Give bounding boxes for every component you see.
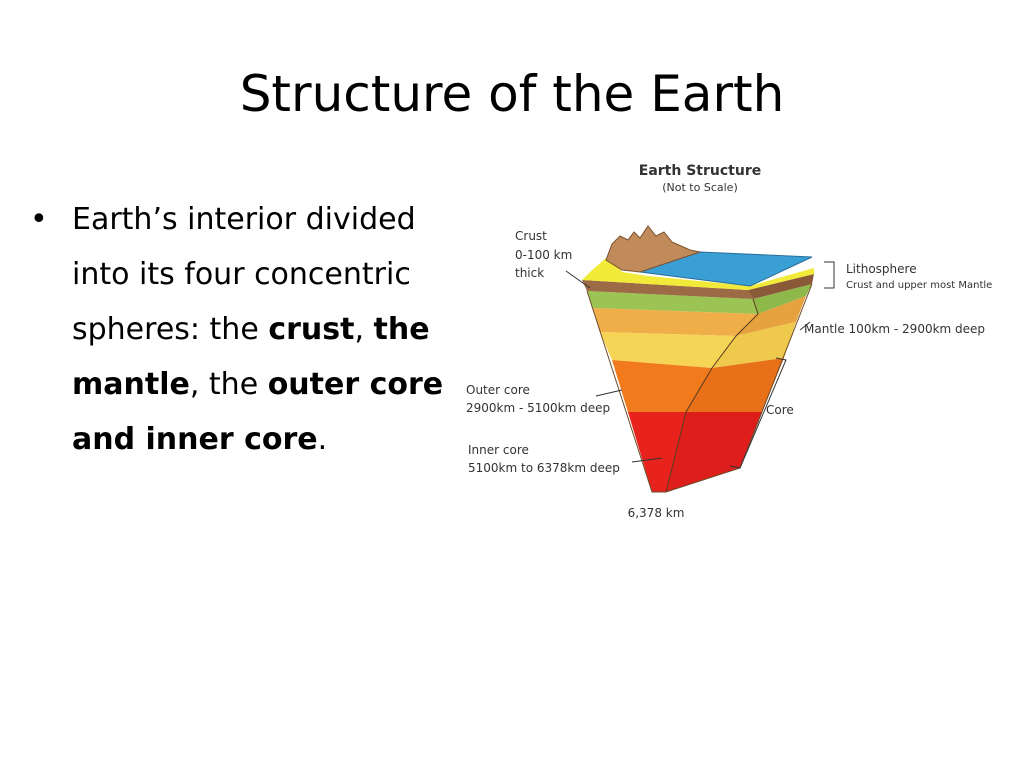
right-mantle [712,322,796,368]
wedge-outline [586,283,813,493]
brown-crust-band [582,280,753,299]
outer-core-pointer [595,389,623,397]
inner-core-label: Inner core 5100km to 6378km deep [468,443,620,475]
mantle-label: Mantle 100km - 2900km deep [804,322,985,336]
core-bracket [729,357,787,469]
mantle-layer [600,332,736,368]
diagram-subtitle: (Not to Scale) [662,181,738,194]
wedge-left-face [587,291,758,492]
wedge-edge-line [665,298,759,493]
brown-crust-band-right [748,274,814,299]
bullet-text-part: . [317,422,328,457]
outer-core-layer [612,360,712,412]
inner-core-pointer [631,457,663,463]
upper-mantle-layer [593,308,758,336]
outer-core-label: Outer core 2900km - 5100km deep [466,383,610,415]
lithosphere-desc: Crust and upper most Mantle [846,280,992,291]
bullet-text-bold-crust: crust [268,312,355,347]
bullet-text: Earth’s interior divided into its four c… [72,192,472,467]
yellow-crust-top [582,258,814,290]
earth-structure-diagram: Earth Structure (Not to Scale) Crust [466,163,992,520]
crust-pointer [565,270,591,289]
core-label: Core [766,403,794,417]
lithosphere-bracket [824,261,835,289]
bullet-text-part: , [354,312,374,347]
bullet-text-part: Earth’s interior divided into its four c… [72,202,416,347]
bullet-dot: • [30,202,48,237]
mountains [605,225,702,273]
green-layer [587,291,758,314]
mantle-pointer [799,321,811,331]
right-inner-core [666,412,762,492]
inner-core-layer [628,412,686,492]
wedge-right-face [666,284,812,492]
right-upper-mantle [736,296,806,336]
lithosphere-label: Lithosphere [846,262,917,276]
depth-label: 6,378 km [628,506,685,520]
crust-label: Crust 0-100 km thick [515,229,576,280]
bullet-text-part: , the [189,367,268,402]
right-green-layer [753,284,812,314]
bullet-text-bold-mantle: the mantle [72,312,430,402]
slide-title: Structure of the Earth [239,65,785,123]
diagram-title: Earth Structure [639,163,761,179]
bullet-text-bold-core: outer core and inner core [72,367,444,457]
